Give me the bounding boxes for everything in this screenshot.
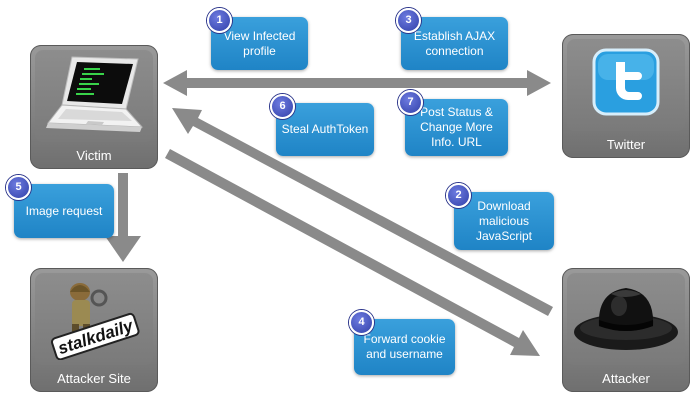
step-6-badge: 6 [270,94,295,119]
step-5-box: Image request [14,184,114,238]
step-7-box: Post Status & Change More Info. URL [405,99,508,156]
step-6-text: Steal AuthToken [281,122,369,136]
step-5-text: Image request [25,203,103,218]
step-2-box: Download malicious JavaScript [454,192,554,250]
step-3-text: Establish AJAX connection [413,28,496,58]
attacker-site-node: stalkdaily Attacker Site [30,268,158,392]
attacker-label: Attacker [602,371,650,386]
black-hat-icon [571,280,681,365]
twitter-node: Twitter [562,34,690,158]
step-4-badge: 4 [349,310,374,335]
arrow-victim-to-attacker [165,149,540,356]
step-7-text: Post Status & Change More Info. URL [420,105,493,149]
step-4-box: Forward cookie and username [354,319,455,375]
step-5-badge: 5 [6,175,31,200]
arrow-attacker-to-victim [172,108,553,316]
twitter-logo-icon [592,48,660,121]
arrow-victim-to-site [105,173,141,262]
victim-label: Victim [76,148,112,163]
victim-node: Victim [30,45,158,169]
attacker-site-label: Attacker Site [57,371,131,386]
step-1-text: View Infected profile [223,28,296,58]
step-1-badge: 1 [207,8,232,33]
twitter-label: Twitter [606,137,646,152]
svg-text:stalkdaily: stalkdaily [56,316,137,358]
arrow-victim-twitter [163,70,551,96]
step-4-text: Forward cookie and username [363,332,446,361]
step-3-badge: 3 [396,8,421,33]
stalkdaily-logo-icon: stalkdaily [44,274,144,365]
step-2-text: Download malicious JavaScript [475,198,533,243]
attacker-node: Attacker [562,268,690,392]
step-2-badge: 2 [446,183,471,208]
step-7-badge: 7 [398,90,423,115]
laptop-icon [42,53,146,144]
